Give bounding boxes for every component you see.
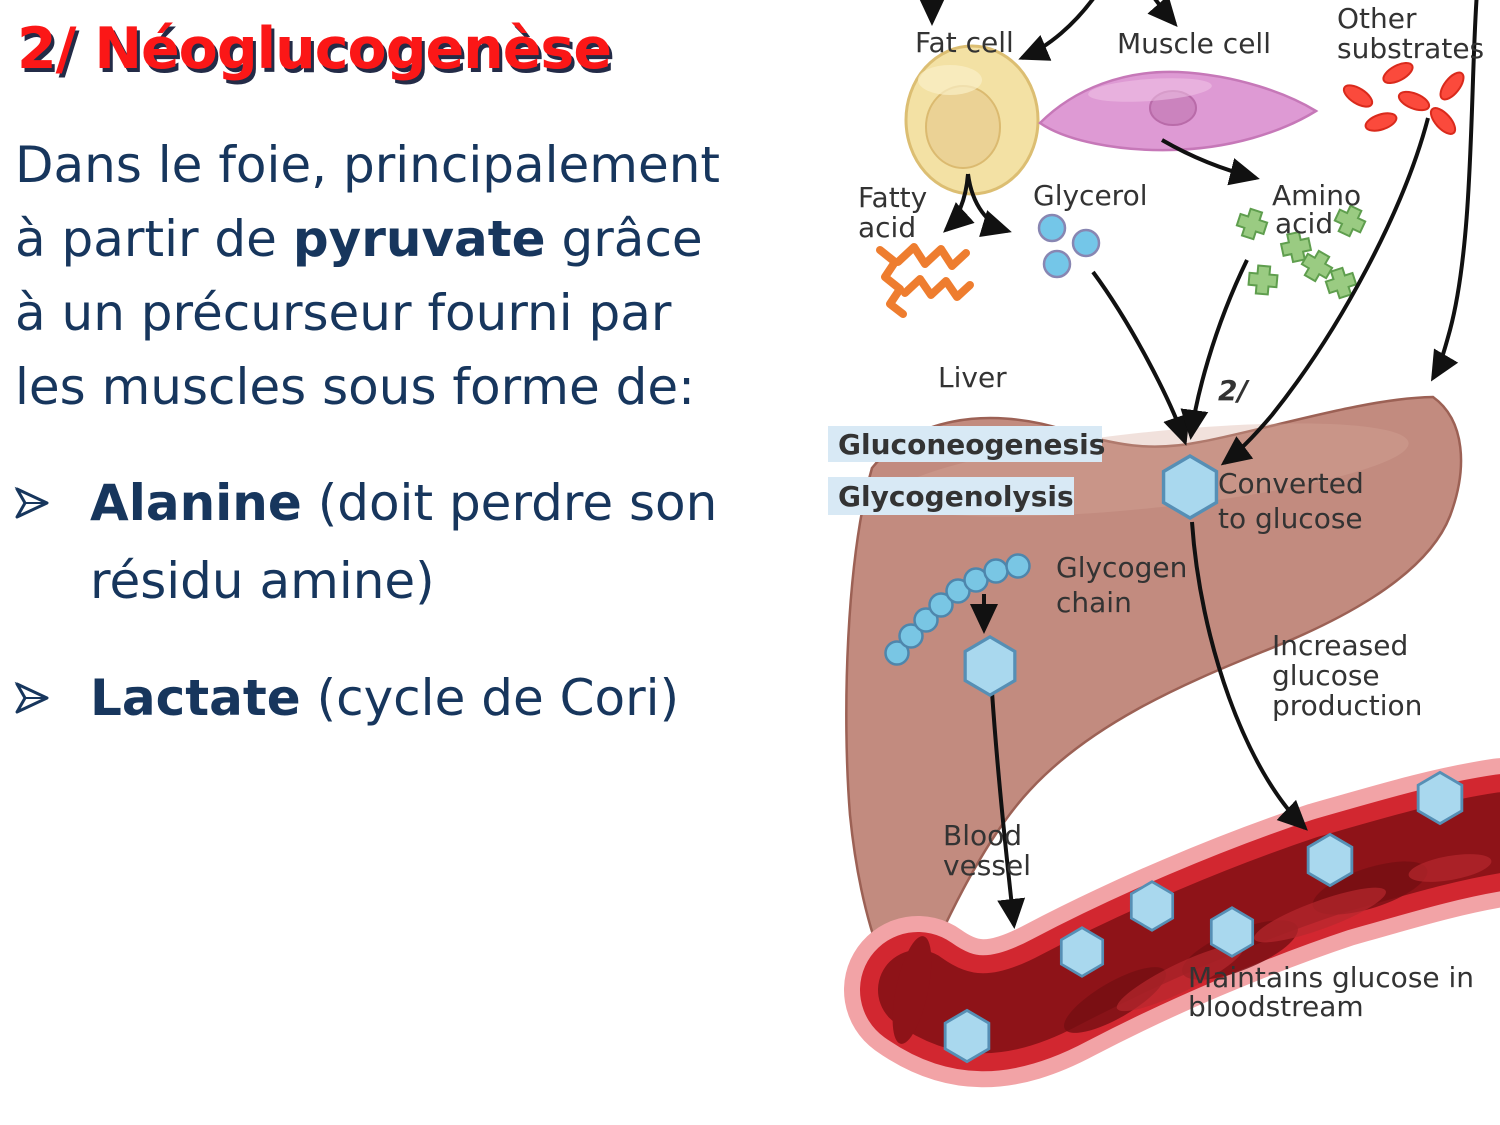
paragraph-line: à partir de pyruvate grâce: [15, 202, 720, 276]
arrow-to-muscle-cell: [1147, 0, 1178, 28]
label-blood-vessel: vessel: [943, 849, 1031, 882]
svg-text:Gluconeogenesis: Gluconeogenesis: [838, 428, 1105, 461]
label-glycogen-chain: chain: [1056, 586, 1132, 619]
label-fat-cell: Fat cell: [915, 26, 1014, 59]
bullet-arrow-icon: [14, 486, 49, 519]
svg-text:Glycogenolysis: Glycogenolysis: [838, 480, 1074, 513]
paragraph-line: à un précurseur fourni par: [15, 276, 720, 350]
bullet-text-line: (cycle de Cori): [300, 669, 680, 727]
glucose-metabolism-diagram: Gluconeogenesis Glycogenolysis: [828, 0, 1500, 1088]
label-fatty-acid: acid: [858, 211, 916, 244]
label-maintains-glucose: Maintains glucose in: [1188, 961, 1474, 994]
arrow-substrates-to-glucose: [1220, 117, 1430, 466]
label-maintains-glucose: bloodstream: [1188, 990, 1364, 1023]
paragraph-text: les muscles sous forme de:: [15, 358, 695, 416]
glycerol-molecules: [1037, 213, 1101, 279]
bullet-alanine: Alanine (doit perdre son résidu amine): [13, 464, 717, 620]
flow-arrows: [918, 0, 1479, 929]
arrow-curved-to-fat-cell: [1018, 0, 1095, 61]
slide-title: 2/ Néoglucogenèse: [17, 16, 612, 82]
bullet-text: Lactate (cycle de Cori): [90, 659, 679, 737]
label-amino-acid: Amino: [1272, 179, 1361, 212]
arrow-glucose-to-vessel-left: [990, 691, 1026, 929]
badge-glycogenolysis: Glycogenolysis: [828, 477, 1074, 515]
paragraph-text: à un précurseur fourni par: [15, 284, 672, 342]
label-glycerol: Glycerol: [1033, 179, 1147, 212]
label-fatty-acid: Fatty: [858, 181, 927, 214]
stage-marker: 2/: [1218, 374, 1250, 407]
label-increased-glucose-production: glucose: [1272, 659, 1380, 692]
label-increased-glucose-production: production: [1272, 689, 1422, 722]
fatty-acid-zigzags: [876, 243, 974, 318]
paragraph-text: à partir de: [15, 210, 293, 268]
label-other-substrates: Other: [1337, 2, 1417, 35]
label-glycogen-chain: Glycogen: [1056, 551, 1187, 584]
keyword-lactate: Lactate: [90, 669, 301, 727]
glucose-hexagon-vessel: [943, 1008, 991, 1064]
glycogen-chain: [884, 553, 1031, 666]
paragraph-text: Dans le foie, principalement: [15, 136, 721, 194]
arrow-other-substrates-to-liver: [1430, 0, 1479, 382]
label-converted-to-glucose: Converted: [1218, 467, 1364, 500]
glucose-hexagon-vessel: [1209, 906, 1255, 958]
blood-vessel-shape: [844, 758, 1500, 1088]
bullet-arrow-icon: [14, 681, 49, 714]
label-other-substrates: substrates: [1337, 32, 1484, 65]
label-muscle-cell: Muscle cell: [1117, 27, 1271, 60]
label-converted-to-glucose: to glucose: [1218, 502, 1363, 535]
bullet-lactate: Lactate (cycle de Cori): [13, 659, 679, 737]
glucose-hexagon-vessel: [1059, 926, 1105, 978]
label-blood-vessel: Blood: [943, 819, 1022, 852]
arrow-glucose-to-vessel-right: [1190, 521, 1308, 831]
bullet-text-line: (doit perdre son: [301, 474, 718, 532]
label-increased-glucose-production: Increased: [1272, 629, 1408, 662]
bullet-text-line: résidu amine): [90, 552, 435, 610]
paragraph-line: Dans le foie, principalement: [15, 128, 720, 202]
glucose-hexagon-glycogenolysis: [963, 635, 1017, 697]
text-panel: 2/ Néoglucogenèse Dans le foie, principa…: [13, 16, 720, 737]
glucose-hexagon-vessel: [1416, 770, 1464, 826]
paragraph-line: les muscles sous forme de:: [15, 350, 720, 424]
muscle-cell-shape: [1038, 70, 1319, 152]
intro-paragraph: Dans le foie, principalement à partir de…: [15, 128, 720, 424]
arrow-fat-to-glycerol: [966, 173, 1012, 237]
badge-gluconeogenesis: Gluconeogenesis: [828, 426, 1105, 462]
label-amino-acid: acid: [1275, 207, 1333, 240]
paragraph-text: grâce: [545, 210, 703, 268]
label-liver: Liver: [938, 361, 1007, 394]
bullet-text: Alanine (doit perdre son résidu amine): [90, 464, 717, 620]
glucose-hexagon-vessel: [1306, 832, 1354, 888]
amino-acid-molecules: [1235, 204, 1367, 300]
arrow-amino-to-glucose: [1180, 259, 1249, 440]
arrow-muscle-to-amino-acid: [1160, 138, 1260, 186]
glucose-hexagon-converted: [1161, 454, 1219, 520]
keyword-alanine: Alanine: [90, 474, 302, 532]
substrate-ovals: [1342, 61, 1465, 135]
fat-cell-shape: [904, 44, 1040, 196]
arrow-glycerol-to-glucose: [1091, 270, 1190, 446]
keyword-pyruvate: pyruvate: [292, 210, 546, 268]
glucose-hexagon-vessel: [1129, 880, 1175, 932]
